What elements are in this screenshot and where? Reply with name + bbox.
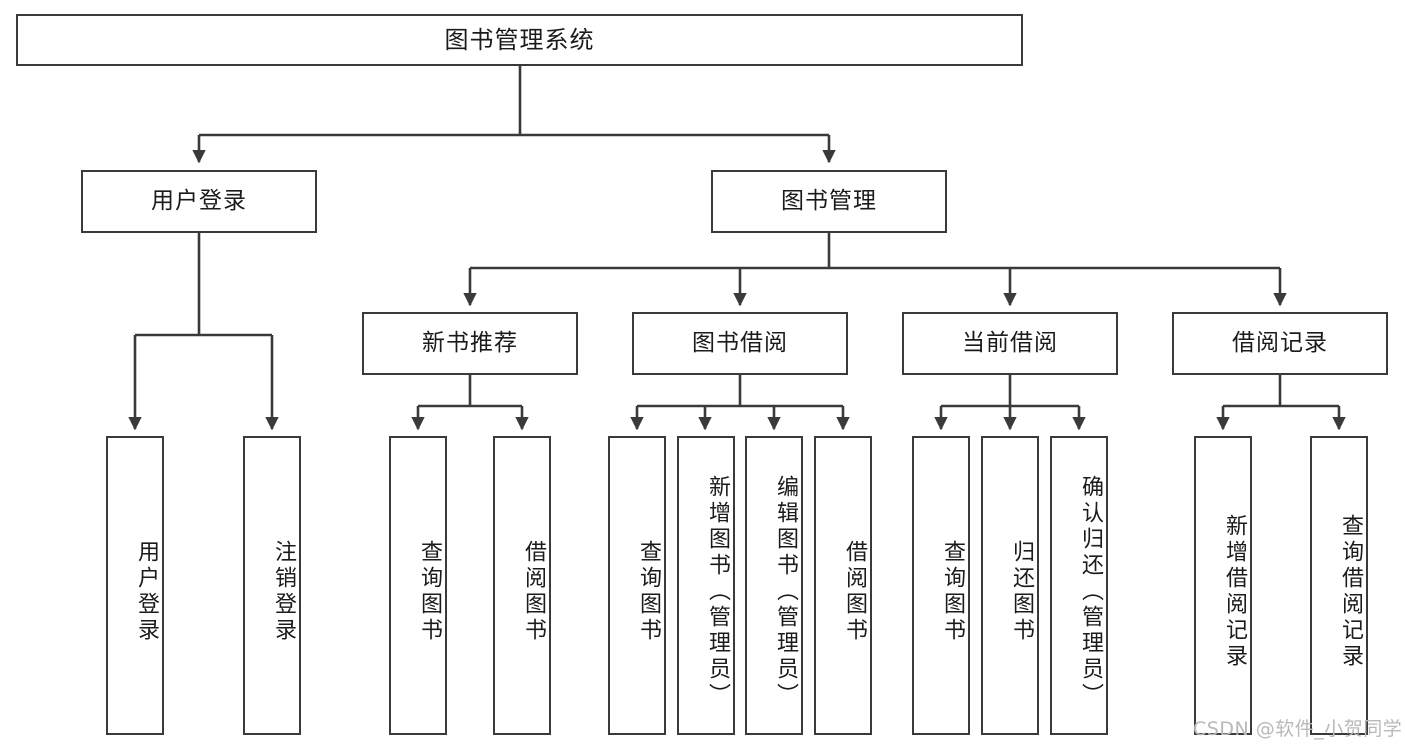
leaf-borrow-record-query-record[interactable]: 查询借阅记录 [1310,436,1368,735]
leaf-book-borrow-borrow-book[interactable]: 借阅图书 [814,436,872,735]
node-root-book-management-system[interactable]: 图书管理系统 [16,14,1023,66]
node-new-book-recommend[interactable]: 新书推荐 [362,312,578,375]
node-book-borrow[interactable]: 图书借阅 [632,312,848,375]
node-book-management[interactable]: 图书管理 [711,170,947,233]
leaf-user-login-login[interactable]: 用户登录 [106,436,164,735]
watermark-csdn: CSDN @软件_小贺同学 [1193,718,1403,740]
leaf-book-borrow-query-book[interactable]: 查询图书 [608,436,666,735]
leaf-current-borrow-query-book[interactable]: 查询图书 [912,436,970,735]
node-borrow-record[interactable]: 借阅记录 [1172,312,1388,375]
leaf-book-borrow-add-book-admin[interactable]: 新增图书（管理员） [677,436,735,735]
leaf-book-borrow-edit-book-admin[interactable]: 编辑图书（管理员） [745,436,803,735]
leaf-current-borrow-return-book[interactable]: 归还图书 [981,436,1039,735]
leaf-new-book-query-book[interactable]: 查询图书 [389,436,447,735]
leaf-user-login-logout[interactable]: 注销登录 [243,436,301,735]
leaf-borrow-record-add-record[interactable]: 新增借阅记录 [1194,436,1252,735]
leaf-current-borrow-confirm-return-admin[interactable]: 确认归还（管理员） [1050,436,1108,735]
leaf-new-book-borrow-book[interactable]: 借阅图书 [493,436,551,735]
node-user-login[interactable]: 用户登录 [81,170,317,233]
node-current-borrow[interactable]: 当前借阅 [902,312,1118,375]
